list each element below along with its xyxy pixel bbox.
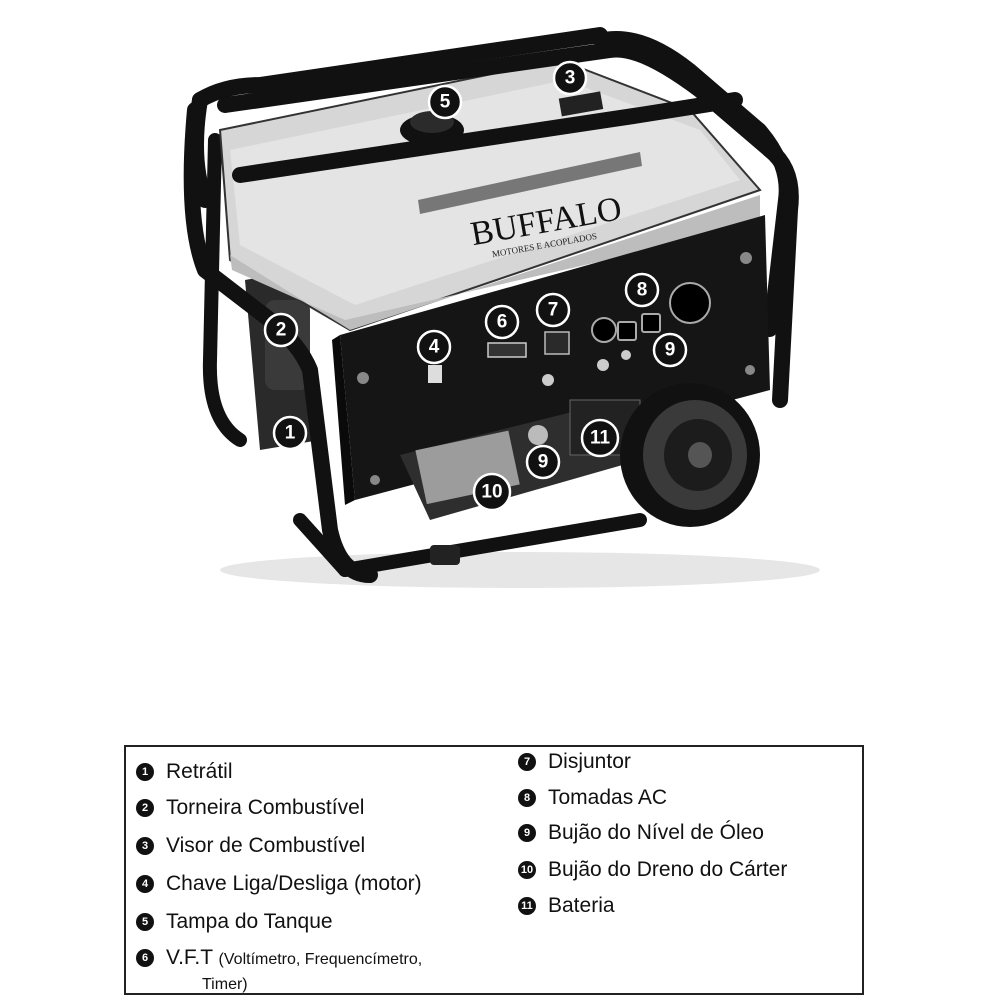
legend-label: Retrátil <box>166 760 233 783</box>
legend-label: Tomadas AC <box>548 786 668 809</box>
legend-label: Disjuntor <box>548 750 631 773</box>
svg-text:10: 10 <box>481 482 502 503</box>
svg-text:3: 3 <box>565 68 576 89</box>
legend-item-5: 5 Tampa do Tanque <box>136 909 333 935</box>
legend-number: 1 <box>136 763 154 781</box>
legend-number: 7 <box>518 753 536 771</box>
legend-item-8: 8 Tomadas AC <box>518 785 667 811</box>
svg-text:9: 9 <box>538 452 549 473</box>
callout-10: 10 <box>472 472 512 512</box>
callout-4: 4 <box>416 329 452 365</box>
legend-label-sub2: Timer) <box>202 976 248 993</box>
legend-item-10: 10 Bujão do Dreno do Cárter <box>518 857 787 883</box>
legend-item-2: 2 Torneira Combustível <box>136 795 364 821</box>
callout-3: 3 <box>552 60 588 96</box>
legend-label: Tampa do Tanque <box>166 910 333 933</box>
legend-item-6: 6 V.F.T (Voltímetro, Frequencímetro, <box>136 945 422 973</box>
svg-text:8: 8 <box>637 280 648 301</box>
svg-text:9: 9 <box>665 340 676 361</box>
legend-label: Visor de Combustível <box>166 834 366 857</box>
callout-1: 1 <box>272 415 308 451</box>
legend-label: Bujão do Dreno do Cárter <box>548 858 788 881</box>
callout-2: 2 <box>263 312 299 348</box>
callout-9-upper: 9 <box>652 332 688 368</box>
generator-illustration: BUFFALO MOTORES E ACOPLADOS <box>183 27 820 588</box>
svg-text:7: 7 <box>548 300 559 321</box>
svg-text:2: 2 <box>276 320 287 341</box>
callout-6: 6 <box>484 304 520 340</box>
legend-label-sub: (Voltímetro, Frequencímetro, <box>218 951 423 968</box>
callout-7: 7 <box>535 292 571 328</box>
legend-number: 5 <box>136 913 154 931</box>
legend-item-11: 11 Bateria <box>518 893 615 919</box>
callout-11: 11 <box>580 418 620 458</box>
legend-number: 2 <box>136 799 154 817</box>
legend-label: Bateria <box>548 894 615 917</box>
legend-item-6-continuation: Timer) <box>136 975 248 995</box>
legend-label: Bujão do Nível de Óleo <box>548 821 764 844</box>
svg-text:5: 5 <box>440 92 451 113</box>
legend-item-9: 9 Bujão do Nível de Óleo <box>518 820 764 846</box>
legend-box: 1 Retrátil 2 Torneira Combustível 3 Viso… <box>124 745 864 995</box>
legend-number: 6 <box>136 949 154 967</box>
legend-item-1: 1 Retrátil <box>136 759 233 785</box>
legend-label: V.F.T (Voltímetro, Frequencímetro, <box>166 945 422 973</box>
legend-label: Chave Liga/Desliga (motor) <box>166 872 422 895</box>
legend-number: 3 <box>136 837 154 855</box>
legend-number: 9 <box>518 824 536 842</box>
legend-number: 4 <box>136 875 154 893</box>
legend-item-4: 4 Chave Liga/Desliga (motor) <box>136 871 422 897</box>
callout-8: 8 <box>624 272 660 308</box>
svg-text:1: 1 <box>285 423 296 444</box>
svg-text:4: 4 <box>429 337 440 358</box>
legend-number: 11 <box>518 897 536 915</box>
legend-label: Torneira Combustível <box>166 796 365 819</box>
callout-5: 5 <box>427 84 463 120</box>
legend-item-3: 3 Visor de Combustível <box>136 833 365 859</box>
callout-9-lower: 9 <box>525 444 561 480</box>
legend-item-7: 7 Disjuntor <box>518 749 631 775</box>
wheel <box>620 383 760 527</box>
legend-label-main: V.F.T <box>166 946 213 969</box>
svg-text:11: 11 <box>590 428 611 449</box>
legend-number: 10 <box>518 861 536 879</box>
svg-text:6: 6 <box>497 312 508 333</box>
legend-number: 8 <box>518 789 536 807</box>
